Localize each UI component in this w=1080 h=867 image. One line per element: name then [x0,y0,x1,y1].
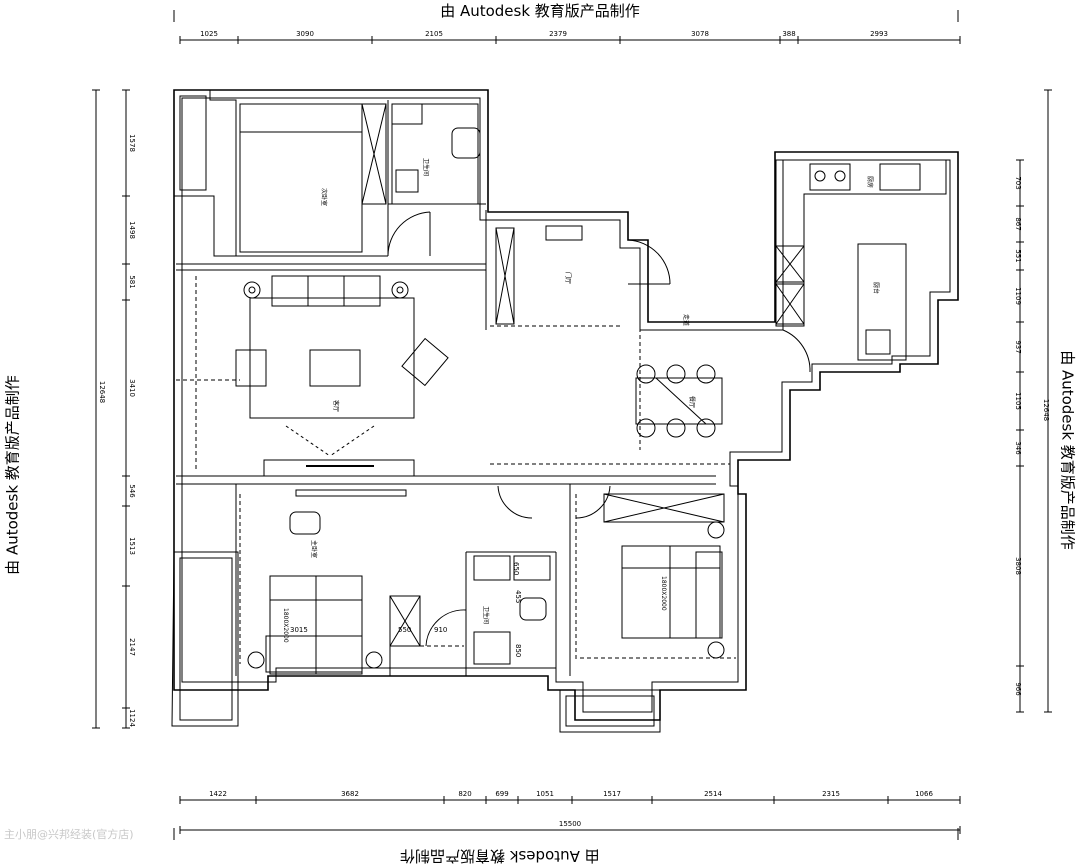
room-living-label: 客厅 [332,400,340,412]
dim-550: 550 [398,626,411,634]
room-dining-label: 餐厅 [688,396,696,408]
room-bedroom2-label: 次卧室 [320,188,328,206]
room-corridor-label: 走道 [682,314,690,326]
room-kitchen-label: 厨房 [866,176,874,188]
room-kitchen-counter-label: 厨台 [872,282,880,294]
dim-top-3: 2379 [549,30,567,38]
dim-455: 455 [514,590,522,603]
room-bath2-label: 卫生间 [482,606,490,624]
dim-bottom-0: 1422 [209,790,227,798]
dim-left-0: 1578 [128,134,136,152]
dim-bottom-5: 1517 [603,790,621,798]
dim-right-8: 966 [1014,682,1022,696]
dim-left-4: 546 [128,484,136,498]
dim-right-2: 551 [1014,249,1022,262]
dim-left-2: 581 [128,275,136,288]
room-master-label: 主卧室 [310,540,318,558]
dim-left-total: 12648 [98,381,106,403]
dim-left-6: 2147 [128,638,136,656]
bed2-size: 1800X2000 [660,576,667,611]
dim-bottom-3: 699 [495,790,508,798]
dim-right-1: 867 [1014,217,1022,230]
dim-right-3: 1109 [1014,287,1022,305]
dim-right-6: 346 [1014,441,1022,455]
dim-bottom-1: 3682 [341,790,359,798]
dim-bottom-8: 1066 [915,790,933,798]
dim-right-7: 3808 [1014,557,1022,575]
watermark-top: 由 Autodesk 教育版产品制作 [440,2,640,20]
dim-bottom-total: 15500 [559,820,581,828]
dim-top-6: 2993 [870,30,888,38]
room-bath1-label: 卫生间 [422,158,430,176]
dim-left-7: 1124 [128,709,136,727]
dim-left-5: 1513 [128,537,136,555]
dim-910: 910 [434,626,447,634]
credit-watermark: 主小朋@兴邦经装(官方店) [4,828,134,841]
dim-650: 650 [512,562,520,575]
dim-top-4: 3078 [691,30,709,38]
dim-bottom-4: 1051 [536,790,554,798]
dim-850: 850 [514,644,522,657]
dim-top-5: 388 [782,30,795,38]
dim-right-0: 703 [1014,176,1022,189]
dim-3015: 3015 [290,626,308,634]
dim-top-1: 3090 [296,30,314,38]
dim-bottom-6: 2514 [704,790,722,798]
dim-bottom-7: 2315 [822,790,840,798]
bed1-size: 1800X2000 [282,608,289,643]
dim-top-0: 1025 [200,30,218,38]
dim-bottom-2: 820 [458,790,471,798]
dim-right-5: 1105 [1014,392,1022,410]
dim-left-1: 1498 [128,221,136,239]
dim-left-3: 3410 [128,379,136,397]
dim-top-2: 2105 [425,30,443,38]
room-foyer-label: 门厅 [564,272,572,284]
dim-right-4: 937 [1014,340,1022,353]
dim-right-total: 12648 [1042,399,1050,421]
